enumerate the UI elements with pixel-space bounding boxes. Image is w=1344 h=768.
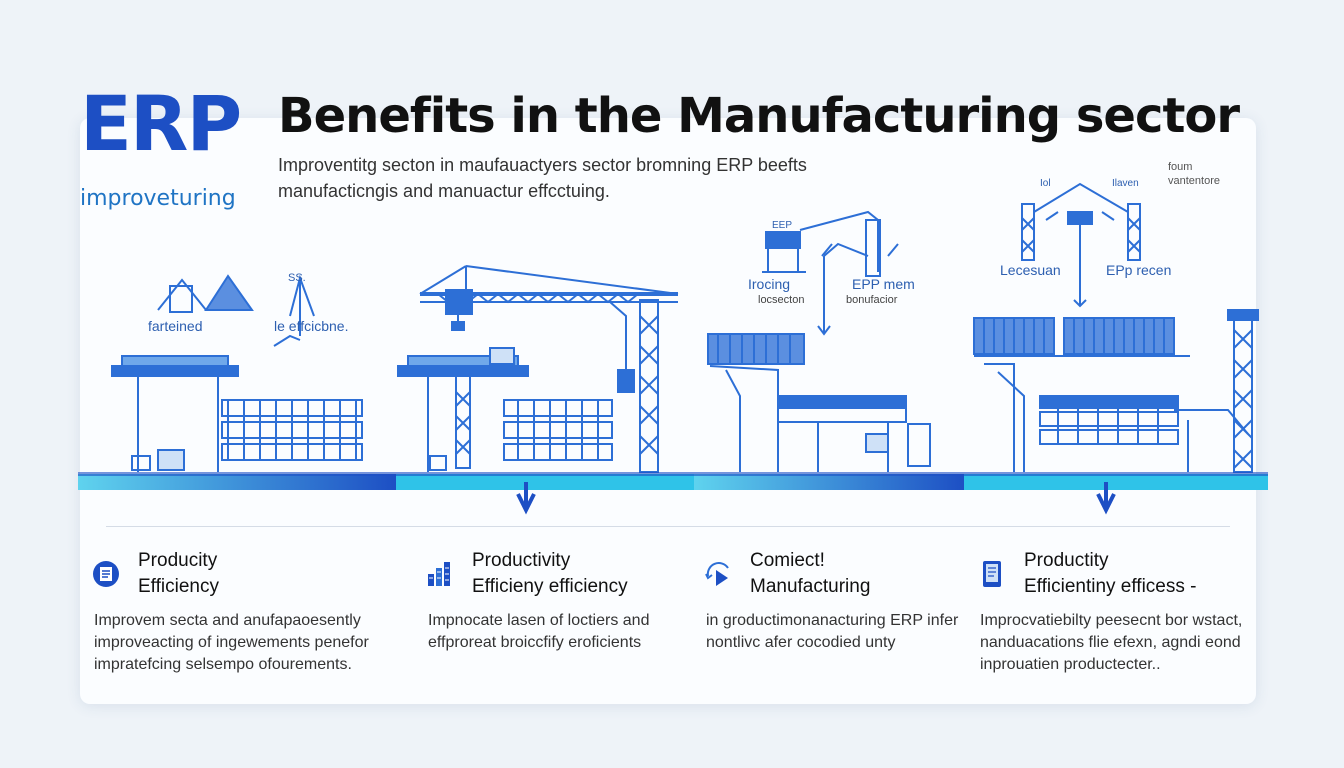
- scene-label: le effcicbne.: [274, 318, 349, 334]
- ground-strip-3: [694, 474, 964, 490]
- ground-strip-4: [964, 474, 1268, 490]
- benefit-heading-line1: Productity: [1024, 550, 1109, 571]
- down-arrow-icon: [1096, 482, 1116, 515]
- ground-strip-1: [78, 474, 396, 490]
- connect-play-icon: [705, 562, 729, 586]
- benefit-heading-line2: Efficiency: [138, 576, 219, 597]
- ground-strip-2: [396, 474, 694, 490]
- factory-4: [973, 182, 1259, 473]
- scene-label: bonufacior: [846, 294, 898, 306]
- factory-2: [397, 265, 679, 473]
- scene-label: EPp recen: [1106, 262, 1172, 278]
- factory-illustration: farteined SS. le effcicbne. EEP Irocing …: [78, 160, 1268, 520]
- tablet-icon: [983, 561, 1001, 587]
- corner-note: foum vantentore: [1168, 161, 1220, 187]
- benefit-heading-line2: Manufacturing: [750, 576, 871, 597]
- scene-label: Irocing: [748, 276, 791, 292]
- erp-logo-subtext: improveturing: [80, 186, 236, 211]
- benefit-description: Impnocate lasen of loctiers and effprore…: [428, 612, 650, 651]
- factory-scene-svg: [78, 182, 1268, 515]
- benefit-heading-line2: Efficieny efficiency: [472, 576, 628, 597]
- scene-label: locsecton: [758, 294, 805, 306]
- scene-label: SS.: [288, 272, 306, 284]
- down-arrow-icon: [516, 482, 536, 515]
- benefit-heading-line1: Productivity: [472, 550, 571, 571]
- scene-label: Lecesuan: [1000, 262, 1061, 278]
- erp-logo: ERP: [80, 79, 242, 168]
- scene-label: farteined: [148, 318, 203, 334]
- document-icon: [93, 561, 119, 587]
- scene-label: EEP: [772, 220, 793, 231]
- benefit-description: Improcvatiebilty peesecnt bor wstact, na…: [980, 612, 1243, 673]
- factory-1: [111, 274, 363, 472]
- benefit-heading-line1: Producity: [138, 550, 218, 571]
- benefit-description: Improvem secta and anufapaoesently impro…: [94, 612, 369, 673]
- scene-label: EPP mem: [852, 276, 915, 292]
- benefit-heading-line2: Efficientiny efficess -: [1024, 576, 1197, 597]
- section-divider: [106, 526, 1230, 527]
- page-subtitle: Improventitg secton in maufauactyers sec…: [278, 155, 807, 201]
- scene-label: Iol: [1040, 178, 1051, 189]
- benefit-description: in groductimonanacturing ERP infer nontl…: [706, 612, 959, 651]
- page-title: Benefits in the Manufacturing sector: [278, 88, 1240, 144]
- factory-icon: [428, 562, 450, 586]
- scene-label: Ilaven: [1112, 178, 1139, 189]
- benefit-heading-line1: Comiect!: [750, 550, 825, 571]
- factory-3: [707, 210, 931, 472]
